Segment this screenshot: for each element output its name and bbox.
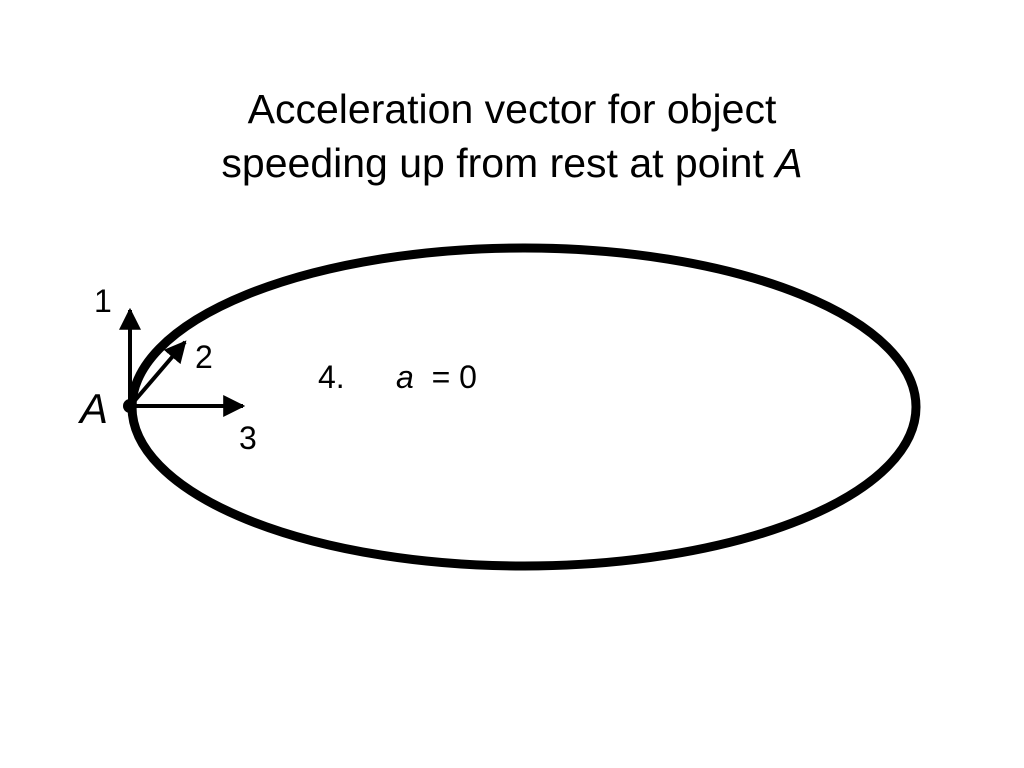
answer-option-4: 4. a = 0: [318, 359, 477, 395]
arrow-2-label: 2: [195, 339, 213, 375]
option-equation: = 0: [423, 359, 477, 395]
point-a-dot: [123, 399, 137, 413]
arrow-3-label: 3: [239, 420, 257, 456]
arrow-1-label: 1: [94, 283, 112, 319]
option-number: 4.: [318, 359, 345, 395]
option-variable: a: [396, 359, 414, 395]
arrow-2: [129, 340, 187, 407]
title-point-label: A: [775, 140, 803, 186]
title-line-2: speeding up from rest at point A: [0, 136, 1024, 190]
title-line-1: Acceleration vector for object: [247, 86, 777, 132]
title-line-2-text: speeding up from rest at point: [221, 140, 776, 186]
elliptical-path: [127, 243, 921, 571]
point-a-label: A: [77, 385, 108, 432]
slide-title: Acceleration vector for object speeding …: [0, 82, 1024, 190]
